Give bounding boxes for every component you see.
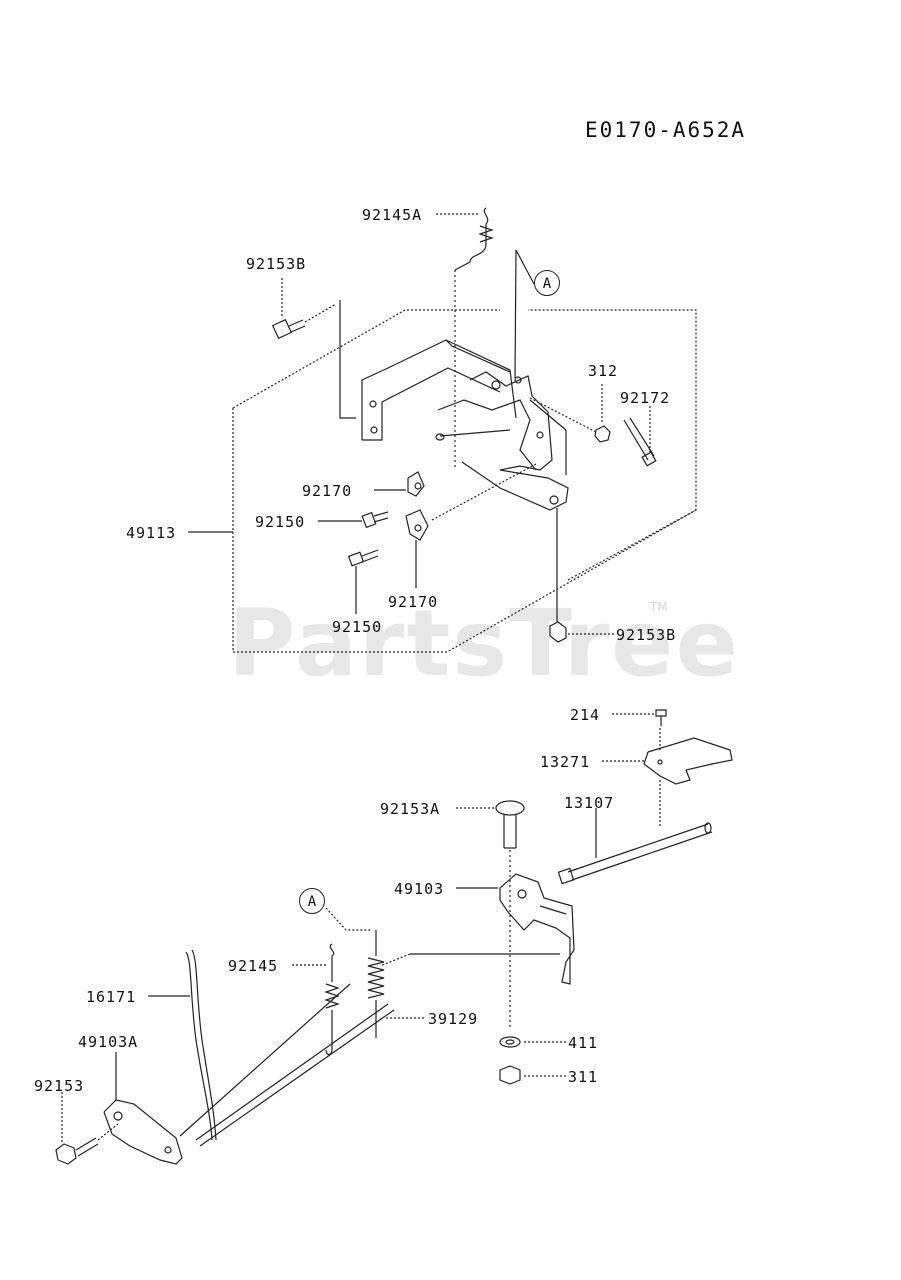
assembly-49113-outline — [188, 310, 696, 652]
part-label-92153B-top[interactable]: 92153B — [246, 255, 307, 273]
watermark: PartsTree — [228, 590, 740, 697]
shaft-13107 — [558, 808, 712, 884]
lever-49103 — [456, 874, 574, 984]
part-label-16171[interactable]: 16171 — [86, 988, 137, 1006]
part-label-49103[interactable]: 49103 — [394, 880, 445, 898]
part-label-13271[interactable]: 13271 — [540, 753, 591, 771]
screw-92150-lower — [349, 550, 378, 614]
part-label-49103A[interactable]: 49103A — [78, 1033, 139, 1051]
part-label-92153[interactable]: 92153 — [34, 1077, 85, 1095]
part-label-92153B-bottom[interactable]: 92153B — [616, 626, 677, 644]
part-label-92150-upper[interactable]: 92150 — [255, 513, 306, 531]
plate-13271 — [602, 728, 732, 826]
part-label-411[interactable]: 411 — [568, 1034, 599, 1052]
clip-92170-upper — [374, 472, 424, 496]
part-label-92172[interactable]: 92172 — [620, 389, 671, 407]
clip-92170-lower — [406, 464, 536, 588]
bolt-92153A — [456, 801, 524, 1030]
bolt-92153B-top — [273, 278, 336, 338]
part-label-92153A[interactable]: 92153A — [380, 800, 441, 818]
part-label-311[interactable]: 311 — [568, 1068, 599, 1086]
screw-92150-upper — [318, 512, 388, 527]
part-label-49113[interactable]: 49113 — [126, 524, 177, 542]
diagram-code: E0170-A652A — [585, 118, 747, 142]
bolt-92153B-bottom — [550, 508, 696, 642]
spring-92145A — [455, 208, 492, 470]
nut-312 — [530, 384, 610, 442]
part-label-92170-upper[interactable]: 92170 — [302, 482, 353, 500]
part-label-92170-lower[interactable]: 92170 — [388, 593, 439, 611]
screw-214 — [612, 710, 666, 726]
part-label-92150-lower[interactable]: 92150 — [332, 618, 383, 636]
control-bracket — [340, 300, 568, 510]
bolt-92153 — [56, 1092, 118, 1164]
watermark-trademark: TM — [650, 600, 668, 614]
part-label-39129[interactable]: 39129 — [428, 1010, 479, 1028]
part-label-214[interactable]: 214 — [570, 706, 601, 724]
washer-411 — [500, 1037, 566, 1047]
nut-311 — [500, 1066, 566, 1084]
part-label-312[interactable]: 312 — [588, 362, 619, 380]
callout-a-bottom: A — [299, 888, 325, 914]
bolt-92172 — [624, 406, 656, 466]
arm-49103A — [104, 1052, 182, 1164]
lever-16171 — [148, 950, 216, 1140]
spring-92145 — [292, 944, 338, 1055]
part-label-92145[interactable]: 92145 — [228, 957, 279, 975]
callout-a-top: A — [534, 270, 560, 296]
spring-39129 — [326, 908, 424, 1038]
part-label-92145A[interactable]: 92145A — [362, 206, 423, 224]
part-label-13107[interactable]: 13107 — [564, 794, 615, 812]
